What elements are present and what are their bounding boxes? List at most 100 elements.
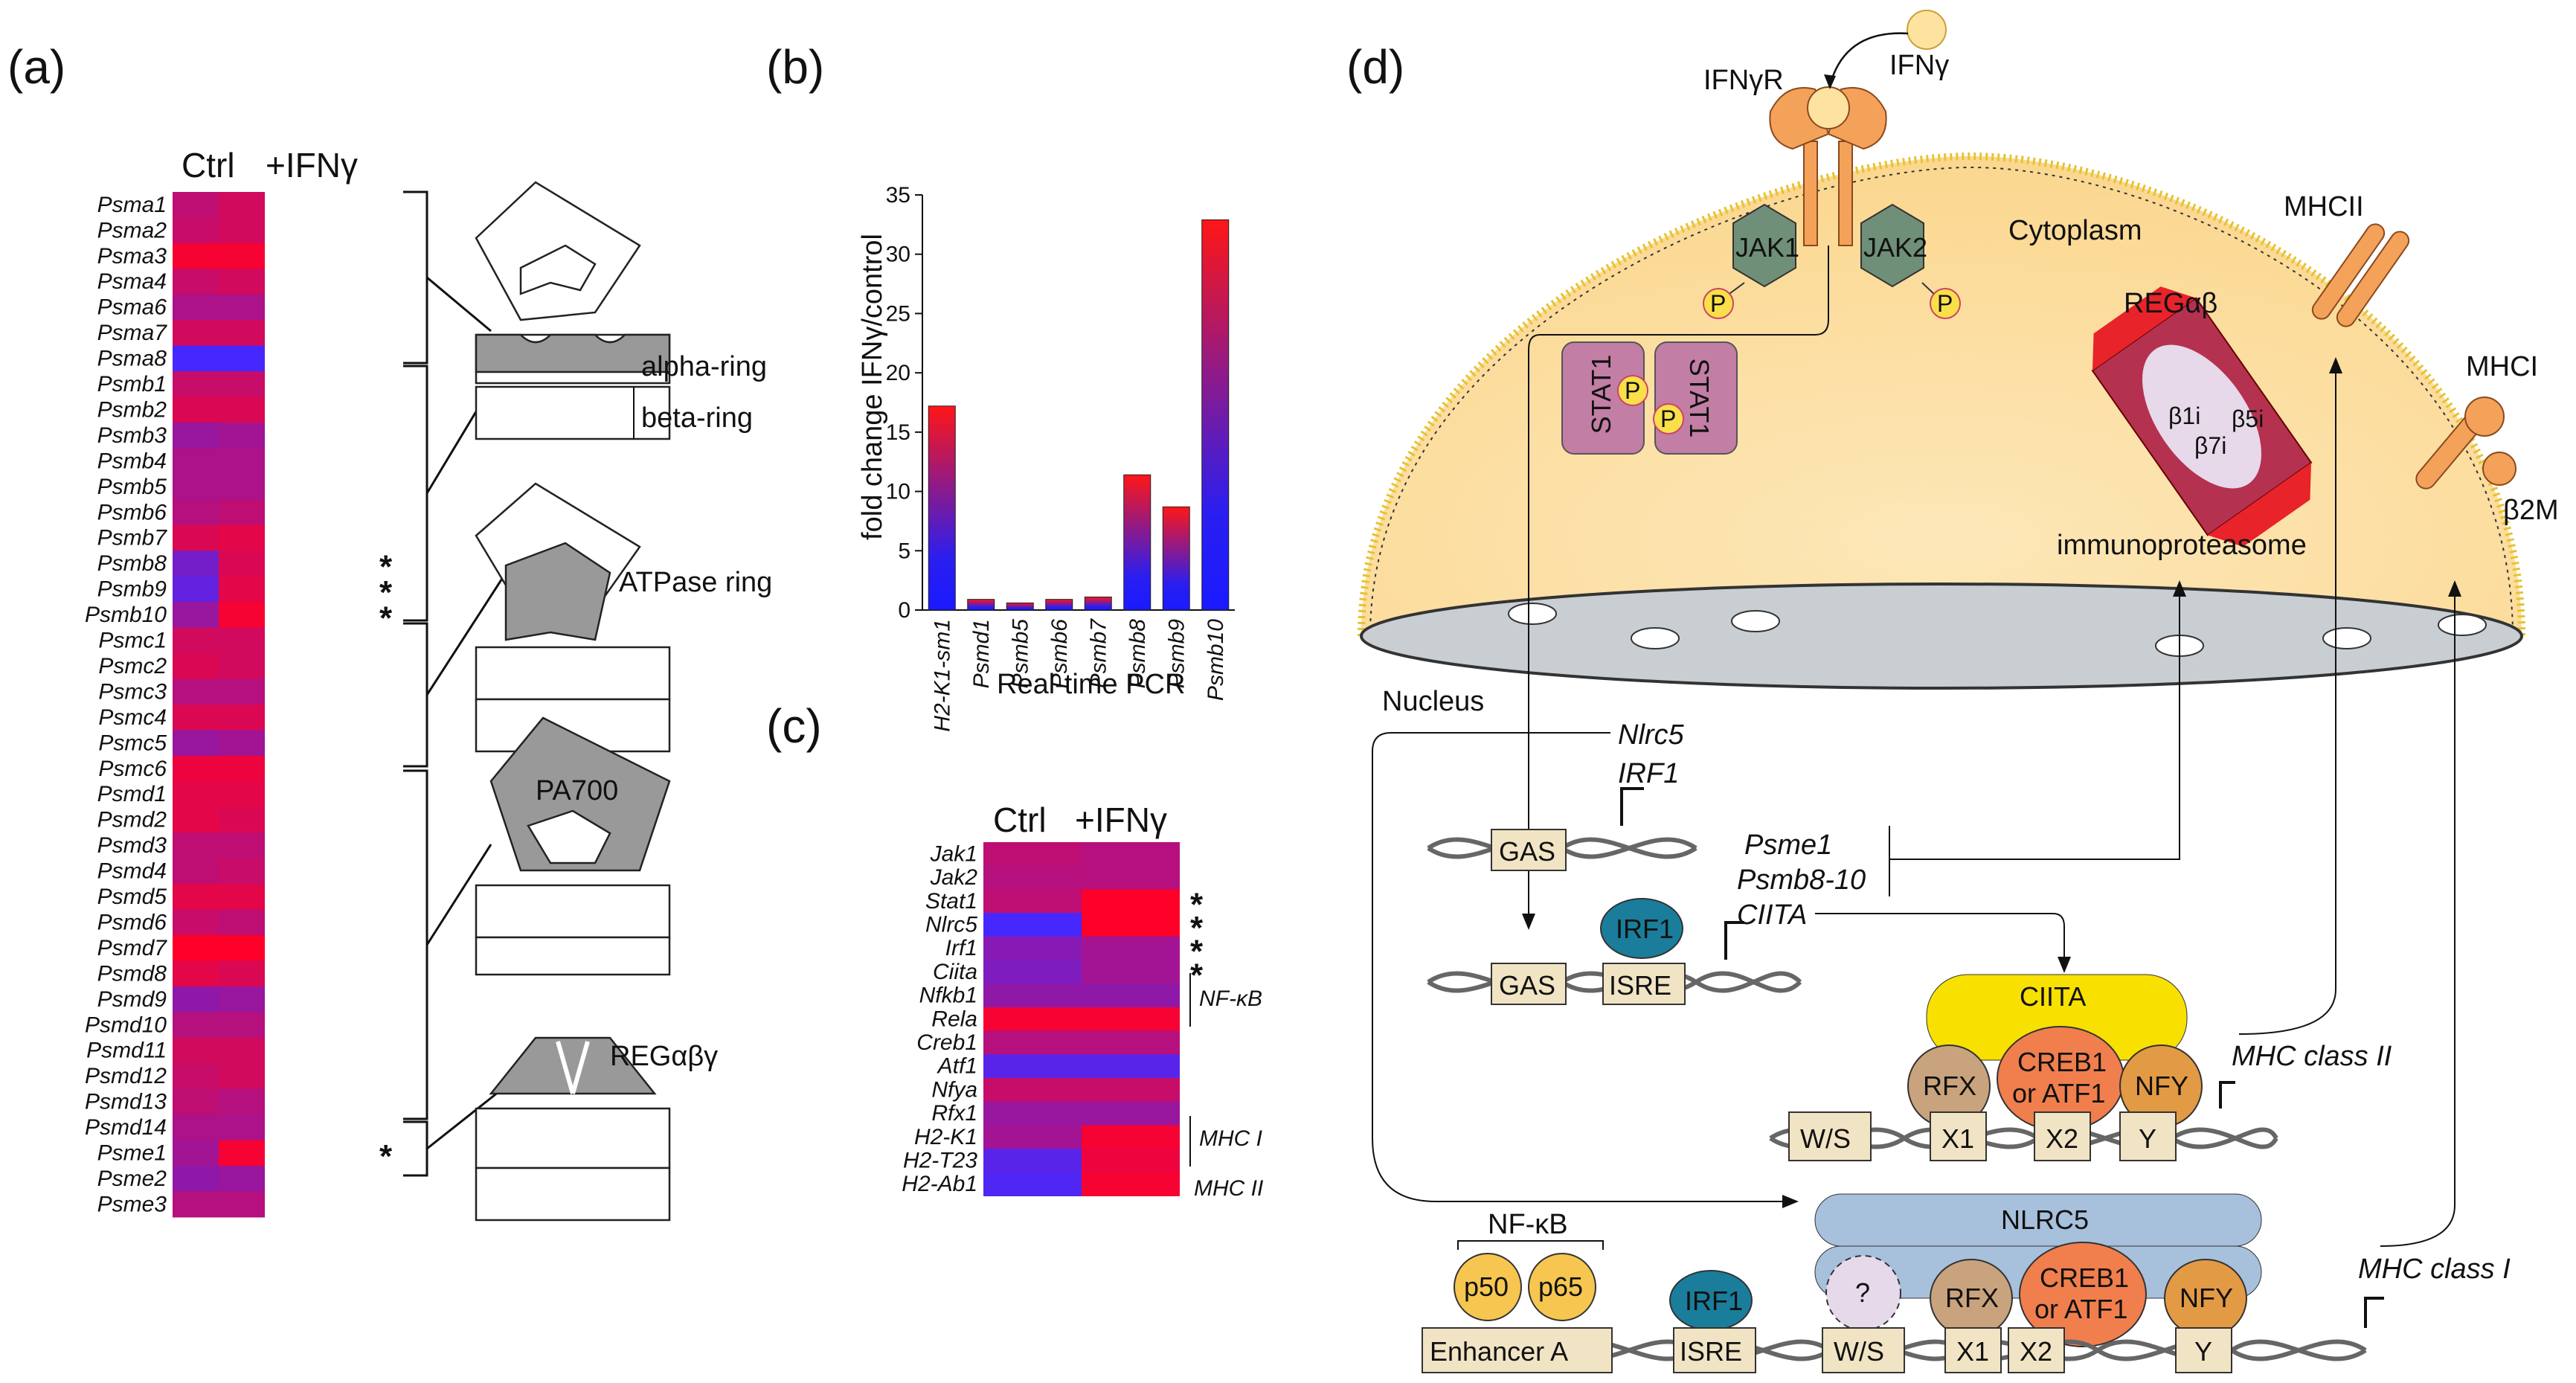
- mhc2-label: MHC class II: [2232, 1041, 2392, 1072]
- heat-c-gene-label: H2-T23: [903, 1148, 977, 1172]
- b5i-label: β5i: [2232, 405, 2264, 432]
- heat-a-ctrl-cell: [173, 551, 219, 577]
- b-bar: [1162, 506, 1190, 611]
- ciita-label: CIITA: [2020, 981, 2086, 1012]
- heat-c-ifn-cell: [1082, 1054, 1180, 1079]
- heat-c-ifn-cell: [1082, 842, 1180, 867]
- gas-label-2: GAS: [1499, 970, 1555, 1001]
- mhc2-arrow: [2238, 372, 2336, 1035]
- heat-a-star: *: [379, 548, 393, 585]
- irf1-protein-label-1: IRF1: [1616, 914, 1674, 944]
- heat-a-ctrl-cell: [173, 217, 219, 244]
- heat-a-ifn-cell: [219, 730, 265, 757]
- heat-c-ctrl-cell: [983, 842, 1082, 867]
- nfkb-label: NF-κB: [1488, 1209, 1568, 1240]
- nuclear-envelope: [1360, 583, 2523, 690]
- proteasome-schematic-2: [475, 482, 671, 753]
- heat-c-gene-label: Atf1: [937, 1054, 977, 1079]
- heat-c-ifn-cell: [1082, 913, 1180, 937]
- jak2-label: JAK2: [1863, 232, 1927, 263]
- heat-c-ifn-cell: [1082, 983, 1180, 1008]
- heat-c-ctrl-cell: [983, 1101, 1082, 1126]
- x1-label-1: X1: [1941, 1123, 1974, 1154]
- nfy-label-1: NFY: [2135, 1071, 2188, 1101]
- heat-a-ifn-cell: [219, 243, 265, 269]
- heat-a-ctrl-cell: [173, 935, 219, 961]
- heat-a-ctrl-cell: [173, 1140, 219, 1167]
- stat1-left-label: STAT1: [1586, 355, 1616, 434]
- pa700-label: PA700: [536, 775, 618, 806]
- irf1-gene-label: IRF1: [1618, 758, 1679, 789]
- heat-a-gene-label: Psmd5: [97, 885, 167, 909]
- panel-c-stars: ****: [1190, 886, 1204, 993]
- heat-a-ctrl-cell: [173, 294, 219, 321]
- panel-c-ctrl-header: Ctrl: [993, 800, 1047, 839]
- heat-c-ctrl-cell: [983, 1007, 1082, 1032]
- heat-a-gene-label: Psmb9: [97, 577, 167, 602]
- heat-c-gene-label: Jak1: [930, 841, 977, 866]
- heat-a-ctrl-cell: [173, 806, 219, 833]
- heat-a-ctrl-cell: [173, 781, 219, 808]
- nlrc5-arrowhead: [1782, 1195, 1799, 1208]
- heat-a-ctrl-cell: [173, 320, 219, 347]
- plasma-membrane: [1369, 166, 2514, 637]
- mhci-icon: [2415, 397, 2516, 490]
- panel-a-stars: ****: [379, 548, 393, 1174]
- b7i-label: β7i: [2194, 432, 2226, 459]
- ws-box-2: [1822, 1327, 1905, 1373]
- heat-a-ctrl-cell: [173, 269, 219, 295]
- nucleus-label: Nucleus: [1382, 686, 1484, 717]
- heat-a-gene-label: Psmb10: [85, 603, 167, 627]
- heat-a-ctrl-cell: [173, 473, 219, 500]
- y-box-1: [2119, 1111, 2177, 1161]
- heat-a-gene-label: Psmc3: [98, 679, 167, 704]
- heat-c-ifn-cell: [1082, 889, 1180, 914]
- x1-box-2: [1944, 1327, 2002, 1373]
- mhci-label: MHCI: [2466, 351, 2538, 382]
- gas-label-1: GAS: [1499, 836, 1555, 867]
- b-y-tick-label: 35: [886, 183, 910, 208]
- creb1-label-1a: CREB1: [2017, 1047, 2107, 1077]
- heat-c-ctrl-cell: [983, 1078, 1082, 1103]
- heat-c-star: *: [1190, 957, 1204, 993]
- heat-a-ctrl-cell: [173, 1063, 219, 1090]
- b1i-label: β1i: [2168, 402, 2200, 429]
- heat-a-gene-label: Psmd13: [85, 1090, 167, 1114]
- heat-a-gene-label: Psma1: [97, 193, 167, 217]
- heat-a-gene-label: Psmc4: [98, 705, 167, 730]
- heat-c-ctrl-cell: [983, 983, 1082, 1008]
- heat-a-ifn-cell: [219, 1191, 265, 1218]
- heat-a-ctrl-cell: [173, 1114, 219, 1141]
- heat-a-ifn-cell: [219, 1140, 265, 1167]
- heat-c-ctrl-cell: [983, 865, 1082, 890]
- b-bar: [967, 599, 995, 611]
- heat-a-gene-label: Psma7: [97, 321, 168, 345]
- heat-a-ifn-cell: [219, 345, 265, 372]
- heat-a-gene-label: Psmd6: [97, 910, 167, 934]
- b-x-tick-label: Psmb5: [1008, 619, 1032, 689]
- heat-c-gene-label: Nfkb1: [919, 983, 977, 1008]
- heat-a-ifn-cell: [219, 781, 265, 808]
- heat-a-gene-label: Psma2: [97, 218, 167, 243]
- heat-c-ctrl-cell: [983, 1054, 1082, 1079]
- jak1-p-label: P: [1710, 290, 1726, 317]
- rfx-label-1: RFX: [1923, 1071, 1976, 1101]
- nfy-label-2: NFY: [2180, 1283, 2233, 1313]
- panel-c-gene-labels: Jak1Jak2Stat1Nlrc5Irf1CiitaNfkb1RelaCreb…: [902, 841, 977, 1196]
- mhc1-label: MHC class I: [2358, 1254, 2511, 1285]
- panel-a-gene-labels: Psma1Psma2Psma3Psma4Psma6Psma7Psma8Psmb1…: [85, 193, 167, 1217]
- mhc1-arrowhead: [2448, 580, 2461, 597]
- heat-a-ctrl-cell: [173, 243, 219, 269]
- heat-a-ctrl-cell: [173, 730, 219, 757]
- heat-a-ifn-cell: [219, 320, 265, 347]
- heat-a-gene-label: Psme3: [97, 1192, 167, 1216]
- b-bar: [1201, 219, 1230, 611]
- unknown-label: ?: [1855, 1277, 1870, 1308]
- heat-a-gene-label: Psmb8: [97, 551, 167, 576]
- isre-label-1: ISRE: [1609, 970, 1671, 1001]
- heat-a-gene-label: Psmb1: [97, 372, 167, 397]
- cytoplasm-dome: [1357, 152, 2526, 640]
- heat-a-gene-label: Psmd1: [97, 782, 167, 806]
- heat-a-ctrl-cell: [173, 192, 219, 218]
- heat-c-ifn-cell: [1082, 936, 1180, 960]
